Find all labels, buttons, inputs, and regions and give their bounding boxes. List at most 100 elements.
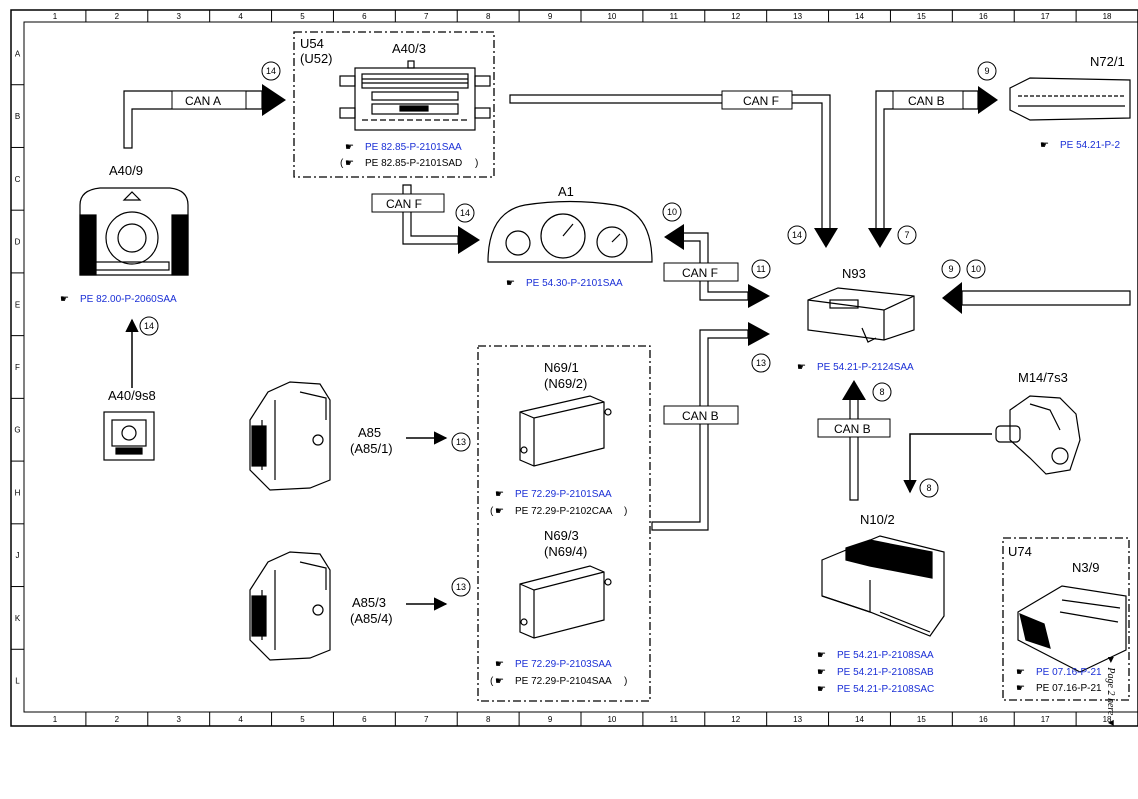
grid-column-label: 18 <box>1103 715 1112 724</box>
a85-3-latch-icon[interactable] <box>249 551 331 661</box>
a85-latch-icon[interactable] <box>249 381 331 491</box>
signal-number-badge: 9 <box>941 259 961 279</box>
n69-3-ref-1[interactable]: ☛ PE 72.29-P-2103SAA <box>495 659 612 670</box>
svg-text:14: 14 <box>266 66 276 76</box>
a1-label: A1 <box>558 184 574 199</box>
pointer-icon: ☛ <box>817 667 826 678</box>
n72-1-icon[interactable] <box>1009 77 1131 121</box>
grid-column-label: 8 <box>486 12 491 21</box>
n69-frame <box>477 345 651 702</box>
a40-3-ref-2[interactable]: ( ☛ PE 82.85-P-2101SAD ) <box>340 158 478 169</box>
a85-3-label: A85/3 <box>352 595 386 610</box>
svg-text:PE 54.30-P-2101SAA: PE 54.30-P-2101SAA <box>526 278 623 289</box>
n69-3-alt-label: (N69/4) <box>544 544 587 559</box>
a40-9-ref[interactable]: ☛ PE 82.00-P-2060SAA <box>60 294 177 305</box>
grid-column-label: 5 <box>300 715 305 724</box>
svg-text:): ) <box>624 506 627 517</box>
grid-column-label: 9 <box>548 12 553 21</box>
a1-ref[interactable]: ☛ PE 54.30-P-2101SAA <box>506 278 623 289</box>
can-a-label: CAN A <box>185 94 221 108</box>
grid-column-label: 8 <box>486 715 491 724</box>
grid-column-label: 3 <box>176 715 181 724</box>
n10-2-module-icon[interactable] <box>821 535 945 637</box>
svg-text:PE 54.21-P-2108SAB: PE 54.21-P-2108SAB <box>837 667 934 678</box>
signal-number-badge: 11 <box>751 259 771 279</box>
grid-row-label: D <box>15 238 21 247</box>
signal-number-badge: 14 <box>139 316 159 336</box>
svg-text:PE 72.29-P-2104SAA: PE 72.29-P-2104SAA <box>515 676 612 687</box>
grid-row-label: B <box>15 112 20 121</box>
instrument-cluster-icon[interactable] <box>487 200 653 263</box>
u54-frame: U54 (U52) A40/3 ☛ PE 82.85-P-2101SAA ( ☛… <box>293 31 495 178</box>
n10-2-ref-1[interactable]: ☛ PE 54.21-P-2108SAA <box>817 650 934 661</box>
svg-text:): ) <box>624 676 627 687</box>
grid-column-label: 11 <box>670 12 679 21</box>
grid-row-label: E <box>15 300 20 309</box>
can-f-label-2: CAN F <box>743 94 779 108</box>
pointer-icon: ☛ <box>797 362 806 373</box>
grid-row-label: L <box>15 677 20 686</box>
svg-text:8: 8 <box>926 483 931 493</box>
n69-3-ref-2[interactable]: ( ☛ PE 72.29-P-2104SAA ) <box>490 676 627 687</box>
pointer-icon: ☛ <box>506 278 515 289</box>
svg-text:PE 54.21-P-2124SAA: PE 54.21-P-2124SAA <box>817 362 914 373</box>
n3-9-ref-2[interactable]: ☛ PE 07.16-P-21 <box>1016 683 1102 694</box>
a40-9-icon[interactable] <box>79 187 189 276</box>
n3-9-ref-1[interactable]: ☛ PE 07.16-P-21 <box>1016 667 1102 678</box>
n69-1-label: N69/1 <box>544 360 579 375</box>
svg-text:PE 82.00-P-2060SAA: PE 82.00-P-2060SAA <box>80 294 177 305</box>
signal-number-badge: 10 <box>662 202 682 222</box>
a40-9s8-switch-icon[interactable] <box>103 411 155 461</box>
pointer-icon: ☛ <box>1016 683 1025 694</box>
svg-text:PE 07.16-P-21: PE 07.16-P-21 <box>1036 667 1102 678</box>
a40-3-ref-1[interactable]: ☛ PE 82.85-P-2101SAA <box>345 142 462 153</box>
grid-column-label: 5 <box>300 12 305 21</box>
svg-text:PE 54.21-P-2: PE 54.21-P-2 <box>1060 140 1120 151</box>
n72-1-ref[interactable]: ☛ PE 54.21-P-2 <box>1040 140 1120 151</box>
n10-2-ref-2[interactable]: ☛ PE 54.21-P-2108SAB <box>817 667 934 678</box>
grid-row-label: H <box>15 488 21 497</box>
grid-column-label: 6 <box>362 715 367 724</box>
a85-label: A85 <box>358 425 381 440</box>
pointer-icon: ☛ <box>495 659 504 670</box>
grid-column-label: 3 <box>176 12 181 21</box>
a40-3-label: A40/3 <box>392 41 426 56</box>
n69-1-ref-1[interactable]: ☛ PE 72.29-P-2101SAA <box>495 489 612 500</box>
pointer-icon: ☛ <box>817 650 826 661</box>
svg-text:PE 54.21-P-2108SAA: PE 54.21-P-2108SAA <box>837 650 934 661</box>
n3-9-module-icon[interactable] <box>1017 585 1127 673</box>
n10-2-label: N10/2 <box>860 512 895 527</box>
grid-column-label: 13 <box>793 715 802 724</box>
n93-module-icon[interactable] <box>807 287 915 343</box>
can-f-label-3: CAN F <box>682 266 718 280</box>
n69-1-ref-2[interactable]: ( ☛ PE 72.29-P-2102CAA ) <box>490 506 627 517</box>
signal-number-badge: 14 <box>787 225 807 245</box>
svg-text:PE 72.29-P-2103SAA: PE 72.29-P-2103SAA <box>515 659 612 670</box>
n69-1-alt-label: (N69/2) <box>544 376 587 391</box>
can-b-label-2: CAN B <box>682 409 719 423</box>
n69-3-module-icon[interactable] <box>519 565 612 639</box>
signal-number-badge: 13 <box>751 353 771 373</box>
can-b-bus-line-n72 <box>868 86 998 248</box>
svg-text:PE 82.85-P-2101SAD: PE 82.85-P-2101SAD <box>365 158 462 169</box>
head-unit-icon[interactable] <box>339 60 491 131</box>
n69-1-module-icon[interactable] <box>519 395 612 467</box>
n93-ref[interactable]: ☛ PE 54.21-P-2124SAA <box>797 362 914 373</box>
a40-9-label: A40/9 <box>109 163 143 178</box>
signal-number-badge: 14 <box>261 61 281 81</box>
can-f-bus-line-a1 <box>402 184 480 254</box>
pointer-icon: ☛ <box>1016 667 1025 678</box>
n10-2-ref-3[interactable]: ☛ PE 54.21-P-2108SAC <box>817 684 934 695</box>
page-continuation-note: ► Page 2 here ▼ <box>1105 655 1116 728</box>
grid-row-label: A <box>15 49 21 58</box>
m14-7s3-switch-icon[interactable] <box>995 395 1081 475</box>
svg-text:PE 82.85-P-2101SAA: PE 82.85-P-2101SAA <box>365 142 462 153</box>
grid-row-label: F <box>15 363 20 372</box>
grid-column-label: 2 <box>115 12 120 21</box>
svg-text:PE 72.29-P-2102CAA: PE 72.29-P-2102CAA <box>515 506 613 517</box>
can-f-bus-line-a1-n93 <box>664 224 770 308</box>
can-b-label-3: CAN B <box>834 422 871 436</box>
